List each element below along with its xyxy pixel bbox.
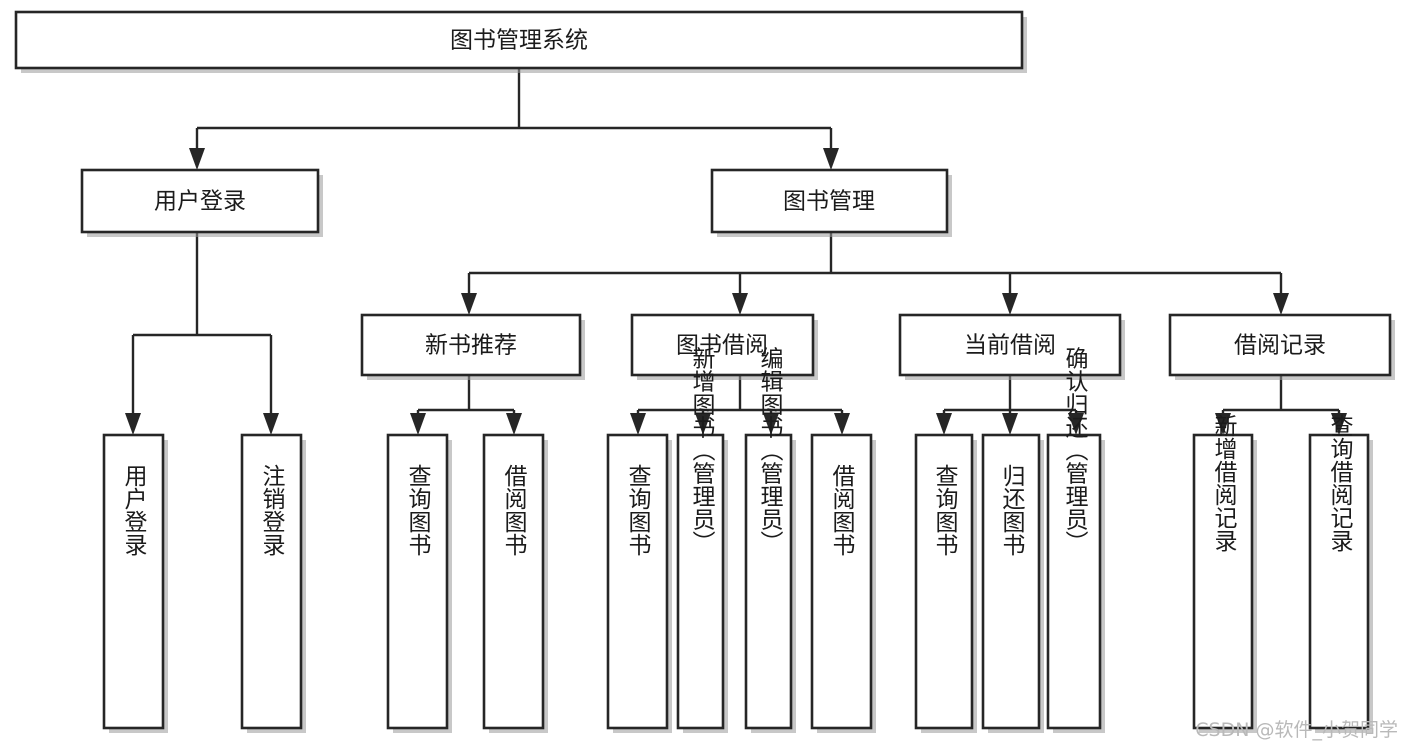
node-leaf-return-book[interactable]: 归还图书 (981, 433, 1044, 733)
node-leaf-query-book-c-box (914, 433, 974, 730)
node-leaf-confirm-return-admin-box (1046, 433, 1102, 730)
node-leaf-query-book-c-label: 查询图书 (931, 464, 959, 556)
watermark-label: CSDN @软件_小贺同学 (1195, 719, 1398, 741)
node-leaf-query-record-box (1308, 433, 1370, 730)
node-leaf-edit-book-admin[interactable]: 编辑图书（管理员） (744, 347, 796, 734)
node-leaf-borrow-book-b-label: 借阅图书 (828, 464, 856, 556)
node-leaf-return-book-box (981, 433, 1041, 730)
arrow-head-current-borrow (1002, 293, 1018, 315)
node-current-borrow-box (898, 313, 1122, 377)
node-leaf-query-book-a-box (386, 433, 449, 730)
arrow-head-leaf-return-book (1002, 413, 1018, 435)
node-leaf-logout[interactable]: 注销登录 (240, 433, 306, 733)
node-leaf-return-book-label: 归还图书 (998, 464, 1026, 556)
node-leaf-borrow-book-a-box (482, 433, 545, 730)
node-leaf-query-book-a[interactable]: 查询图书 (386, 433, 452, 733)
arrow-head-leaf-edit-book (763, 413, 779, 435)
node-root-label: 图书管理系统 (450, 28, 588, 54)
node-new-book-rec-box (360, 313, 582, 377)
edge-layer (125, 68, 1347, 435)
node-leaf-query-book-b-box (606, 433, 669, 730)
node-leaf-logout-label: 注销登录 (258, 464, 286, 556)
node-borrow-record-box (1168, 313, 1392, 377)
arrow-head-leaf-add-book (695, 413, 711, 435)
node-leaf-add-record[interactable]: 新增借阅记录 (1192, 414, 1257, 733)
node-leaf-query-book-b[interactable]: 查询图书 (606, 433, 672, 733)
node-book-manage[interactable]: 图书管理 (710, 168, 952, 237)
arrow-head-leaf-query-record (1331, 413, 1347, 435)
node-leaf-query-book-b-label: 查询图书 (624, 464, 652, 556)
node-leaf-borrow-book-a-label: 借阅图书 (500, 464, 528, 556)
arrow-head-leaf-user-login (125, 413, 141, 435)
arrow-head-leaf-query-book-a (410, 413, 426, 435)
node-new-book-rec-label: 新书推荐 (425, 333, 517, 359)
node-leaf-user-login-box (102, 433, 165, 730)
arrow-head-borrow-record (1273, 293, 1289, 315)
node-book-borrow-label: 图书借阅 (676, 333, 768, 359)
node-leaf-borrow-book-b[interactable]: 借阅图书 (810, 433, 876, 733)
node-leaf-user-login[interactable]: 用户登录 (102, 433, 168, 733)
node-leaf-add-record-box (1192, 433, 1254, 730)
arrow-head-user-login (189, 148, 205, 170)
node-leaf-confirm-return-admin-label: 确认归还（管理员） (1061, 347, 1089, 554)
node-leaf-query-book-a-label: 查询图书 (404, 464, 432, 556)
node-leaf-query-record[interactable]: 查询借阅记录 (1308, 414, 1373, 733)
node-leaf-logout-box (240, 433, 303, 730)
arrow-head-leaf-borrow-book-a (506, 413, 522, 435)
arrow-head-leaf-query-book-b (630, 413, 646, 435)
node-leaf-query-book-c[interactable]: 查询图书 (914, 433, 977, 733)
node-leaf-query-record-label: 查询借阅记录 (1326, 414, 1354, 552)
node-user-login-box (80, 168, 320, 234)
node-leaf-confirm-return-admin[interactable]: 确认归还（管理员） (1046, 347, 1105, 734)
arrow-head-leaf-logout (263, 413, 279, 435)
node-borrow-record[interactable]: 借阅记录 (1168, 313, 1395, 380)
node-new-book-rec[interactable]: 新书推荐 (360, 313, 585, 380)
node-user-login[interactable]: 用户登录 (80, 168, 323, 237)
node-leaf-edit-book-admin-box (744, 433, 793, 730)
node-book-manage-box (710, 168, 949, 234)
node-leaf-add-book-admin-label: 新增图书（管理员） (688, 347, 716, 554)
node-leaf-add-book-admin[interactable]: 新增图书（管理员） (676, 347, 728, 734)
node-book-borrow[interactable]: 图书借阅 (630, 313, 818, 380)
node-root-box (14, 10, 1024, 70)
node-user-login-label: 用户登录 (154, 189, 246, 215)
arrow-head-leaf-add-record (1215, 413, 1231, 435)
arrow-head-book-manage (823, 148, 839, 170)
node-current-borrow[interactable]: 当前借阅 (898, 313, 1125, 380)
node-leaf-edit-book-admin-label: 编辑图书（管理员） (756, 347, 784, 554)
arrow-head-leaf-borrow-book-b (834, 413, 850, 435)
arrow-head-new-book-rec (461, 293, 477, 315)
node-borrow-record-label: 借阅记录 (1234, 333, 1326, 359)
node-leaf-user-login-label: 用户登录 (120, 464, 148, 556)
node-leaf-borrow-book-b-box (810, 433, 873, 730)
arrow-head-leaf-query-book-c (936, 413, 952, 435)
node-current-borrow-label: 当前借阅 (964, 333, 1056, 359)
node-book-manage-label: 图书管理 (783, 189, 875, 215)
node-root[interactable]: 图书管理系统 (14, 10, 1027, 73)
node-leaf-borrow-book-a[interactable]: 借阅图书 (482, 433, 548, 733)
node-book-borrow-box (630, 313, 815, 377)
arrow-head-book-borrow (732, 293, 748, 315)
node-leaf-add-record-label: 新增借阅记录 (1210, 414, 1238, 552)
node-leaf-add-book-admin-box (676, 433, 725, 730)
arrow-head-leaf-confirm-return (1068, 413, 1084, 435)
